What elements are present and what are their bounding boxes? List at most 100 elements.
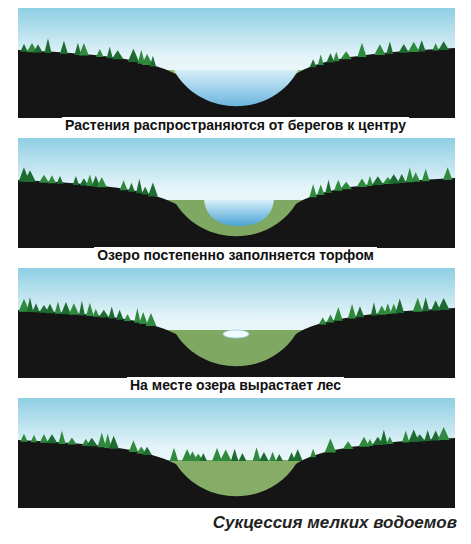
tree — [220, 450, 232, 461]
tree — [146, 313, 157, 326]
tree — [69, 303, 80, 315]
tree — [334, 307, 343, 321]
tree — [27, 297, 34, 312]
tree — [395, 298, 404, 313]
tree — [386, 436, 393, 443]
tree — [310, 449, 316, 458]
tree — [327, 314, 335, 322]
tree — [136, 179, 143, 194]
tree — [108, 307, 115, 319]
stage-text: Озеро постепенно заполняется торфом — [94, 247, 377, 263]
tree — [141, 187, 149, 195]
tree — [438, 41, 448, 50]
stage-text: На месте озера вырастает лес — [127, 377, 344, 393]
tree — [57, 176, 64, 184]
tree — [86, 303, 94, 316]
tree — [107, 47, 113, 58]
tree — [148, 182, 158, 196]
tree — [32, 303, 39, 312]
tree — [276, 454, 283, 461]
tree — [356, 306, 364, 317]
tree — [357, 43, 366, 57]
tree — [374, 44, 385, 55]
tree — [318, 55, 324, 65]
tree — [46, 434, 57, 443]
tree — [55, 302, 62, 314]
tree — [124, 314, 131, 321]
tree — [139, 312, 148, 324]
tree — [44, 38, 51, 53]
tree — [31, 435, 38, 443]
tree — [325, 439, 336, 453]
stage-caption: На месте озера вырастает лес — [0, 377, 471, 393]
tree — [73, 176, 79, 185]
tree — [319, 317, 327, 324]
tree — [386, 42, 393, 54]
tree — [33, 44, 42, 52]
tree — [348, 304, 356, 318]
stage-caption: Растения распространяются от берегов к ц… — [0, 117, 471, 133]
tree — [438, 427, 450, 440]
tree — [86, 438, 98, 447]
tree — [408, 42, 419, 52]
tree — [402, 430, 409, 442]
tree — [61, 302, 71, 314]
tree — [96, 49, 104, 57]
tree — [424, 430, 431, 441]
tree — [343, 441, 354, 449]
tree — [58, 431, 65, 444]
tree — [422, 297, 429, 311]
stage-caption: Озеро постепенно заполняется торфом — [0, 247, 471, 263]
tree — [239, 453, 247, 461]
tree — [340, 51, 351, 59]
tree — [380, 430, 388, 445]
tree — [432, 43, 439, 50]
tree — [97, 177, 107, 187]
tree — [128, 183, 135, 192]
tree — [212, 448, 222, 461]
tree — [438, 298, 450, 310]
tree — [422, 169, 430, 181]
tree — [92, 309, 99, 317]
tree — [317, 185, 324, 195]
tree — [414, 434, 425, 441]
tree — [60, 41, 68, 54]
tree — [384, 303, 391, 314]
tree — [40, 434, 49, 443]
tree — [128, 49, 139, 62]
panel-overgrowing — [18, 138, 455, 248]
tree — [310, 59, 317, 67]
tree — [231, 449, 239, 461]
tree — [99, 310, 109, 318]
tree — [120, 180, 128, 190]
tree — [134, 308, 140, 323]
tree — [411, 172, 420, 182]
tree — [269, 452, 276, 461]
tree — [309, 184, 317, 197]
tree — [340, 182, 352, 190]
panel-forest — [18, 398, 455, 508]
tree — [150, 56, 156, 67]
tree — [116, 310, 124, 320]
tree — [20, 434, 28, 442]
tree — [357, 179, 368, 187]
tree — [367, 176, 374, 186]
tree — [79, 43, 89, 55]
tree — [67, 438, 76, 445]
tree — [333, 52, 339, 61]
tree — [399, 44, 409, 53]
tree — [48, 175, 56, 183]
tree — [371, 302, 377, 315]
panel-peat — [18, 268, 455, 378]
tree — [112, 50, 124, 59]
tree — [142, 447, 152, 455]
tree — [418, 40, 426, 51]
tree — [79, 301, 85, 316]
tree — [200, 453, 207, 461]
tree — [24, 170, 36, 182]
tree — [372, 176, 384, 185]
tree — [253, 447, 261, 461]
tree — [397, 174, 406, 183]
tree — [109, 436, 119, 449]
